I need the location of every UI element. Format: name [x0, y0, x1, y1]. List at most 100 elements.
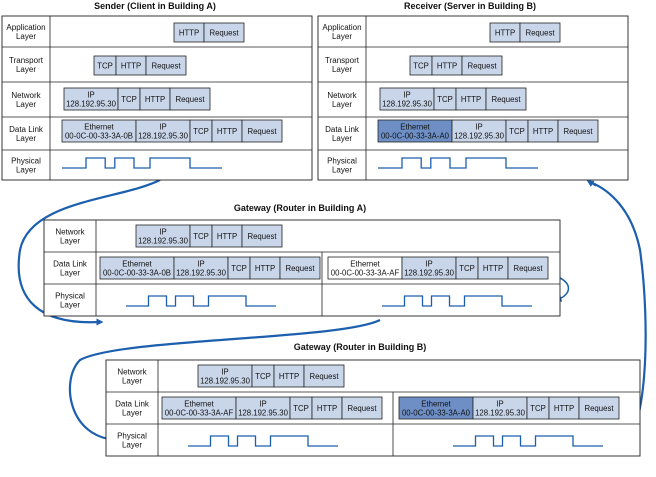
receiver-datalink-cell-text-4: Request — [563, 127, 593, 136]
gatewayB-datalink-out-cell-text-3: HTTP — [554, 404, 574, 413]
sender-app-cell-text-0: HTTP — [179, 29, 199, 38]
gatewayA-datalink-out-cell-4 — [507, 256, 549, 280]
gatewayB-network-cell-text-2: HTTP — [279, 372, 299, 381]
sender-network-cell-3 — [169, 87, 211, 111]
gatewayA-datalink-in-cell-text-2: TCP — [231, 264, 247, 273]
receiver-network-cell-text-2: HTTP — [461, 95, 481, 104]
receiver-datalink-cell-4 — [557, 119, 599, 143]
sender-datalink-cell-text-2: TCP — [193, 127, 209, 136]
sender-transport-cell-text-0: TCP — [97, 62, 113, 71]
gatewayB-network-cell-text-1: TCP — [255, 372, 271, 381]
receiver-network-cell-text-3: Request — [491, 95, 521, 104]
gatewayA-datalink-out-cell-text-4: Request — [513, 264, 543, 273]
sender-datalink-cell-text-3: HTTP — [217, 127, 237, 136]
gatewayB-datalink-in-cell-text-3: HTTP — [317, 404, 337, 413]
receiver-datalink-cell-text-3: HTTP — [533, 127, 553, 136]
gatewayB-datalink-in-cell-text-2: TCP — [293, 404, 309, 413]
sender-title: Sender (Client in Building A) — [94, 1, 216, 11]
gatewayA-datalink-in-cell-text-4: Request — [285, 264, 315, 273]
gatewayA-datalink-out-cell-text-2: TCP — [459, 264, 475, 273]
sender-transport-cell-text-1: HTTP — [121, 62, 141, 71]
gatewayA-physical-signal-in — [126, 295, 276, 307]
gatewayB-datalink-out-cell-text-2: TCP — [530, 404, 546, 413]
gatewayB-title: Gateway (Router in Building B) — [294, 342, 427, 352]
gatewayB-network-cell-text-3: Request — [309, 372, 339, 381]
gatewayA-datalink-out-cell-text-3: HTTP — [483, 264, 503, 273]
sender-block: Sender (Client in Building A)Application… — [1, 1, 313, 181]
gatewayA-title: Gateway (Router in Building A) — [234, 203, 366, 213]
receiver-app-cell-text-1: Request — [525, 29, 555, 38]
gatewayA-physical-signal-out — [382, 295, 532, 307]
gatewayB-datalink-in-cell-text-4: Request — [347, 404, 377, 413]
gatewayA-network-cell-3 — [241, 224, 283, 248]
link-gatewayA-to-gatewayB — [68, 319, 381, 442]
gatewayA-network-cell-text-2: HTTP — [217, 232, 237, 241]
gatewayB-network-cell-3 — [303, 364, 345, 388]
sender-datalink-cell-text-4: Request — [247, 127, 277, 136]
gatewayA-network-cell-text-3: Request — [247, 232, 277, 241]
sender-physical-signal — [62, 157, 222, 169]
gatewayB-physical-signal-in — [188, 435, 338, 447]
sender-network-cell-text-3: Request — [175, 95, 205, 104]
gatewayA-datalink-in-cell-4 — [279, 256, 321, 280]
gatewayB-datalink-in-cell-4 — [341, 396, 383, 420]
sender-network-cell-text-2: HTTP — [145, 95, 165, 104]
sender-transport-cell-text-2: Request — [151, 62, 181, 71]
sender-app-cell-1 — [203, 22, 245, 43]
receiver-block: Receiver (Server in Building B)Applicati… — [317, 1, 629, 181]
sender-network-cell-text-1: TCP — [121, 95, 137, 104]
receiver-app-cell-1 — [519, 22, 561, 43]
gatewayA-datalink-in-cell-text-3: HTTP — [255, 264, 275, 273]
receiver-transport-cell-text-2: Request — [467, 62, 497, 71]
gatewayB-datalink-out-cell-text-4: Request — [584, 404, 614, 413]
sender-datalink-cell-4 — [241, 119, 283, 143]
gatewayB-datalink-out-cell-4 — [578, 396, 620, 420]
receiver-transport-cell-text-0: TCP — [413, 62, 429, 71]
receiver-network-cell-3 — [485, 87, 527, 111]
receiver-network-cell-text-1: TCP — [437, 95, 453, 104]
arrow-link-gatewayB-to-receiver — [586, 180, 597, 187]
sender-transport-cell-2 — [145, 55, 187, 76]
